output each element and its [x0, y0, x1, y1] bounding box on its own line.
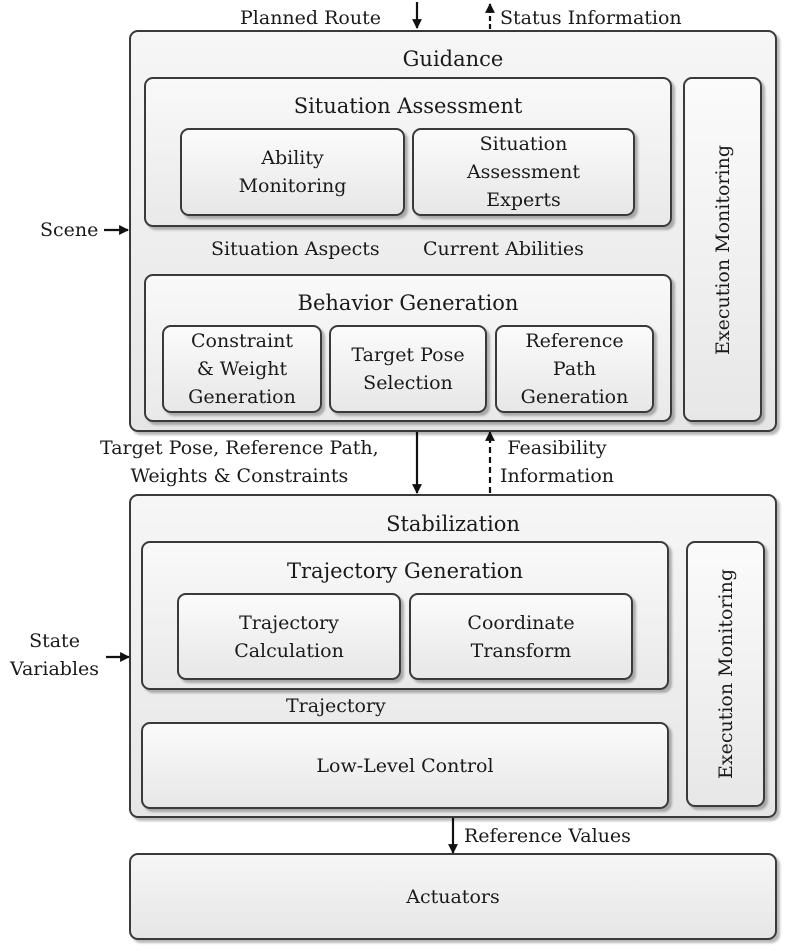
situation-assessment-experts-box: Situation Assessment Experts	[412, 128, 635, 216]
state-variables-label: State Variables	[10, 630, 100, 680]
feasibility-information-label: Feasibility Information	[500, 437, 615, 487]
ability-monitoring-label: Ability Monitoring	[238, 147, 347, 197]
trajectory-label: Trajectory	[286, 695, 386, 717]
low-level-control-box: Low-Level Control	[141, 722, 669, 809]
behavior-generation-title: Behavior Generation	[297, 291, 519, 315]
situation-assessment-title: Situation Assessment	[293, 94, 523, 118]
stabilization-execution-monitoring-label: Execution Monitoring	[714, 569, 737, 779]
status-information-label: Status Information	[500, 7, 682, 29]
guidance-execution-monitoring-label: Execution Monitoring	[711, 144, 734, 355]
coordinate-transform-label: Coordinate Transform	[467, 611, 575, 662]
actuators-box: Actuators	[129, 853, 777, 940]
target-pose-selection-box: Target Pose Selection	[329, 325, 487, 413]
ability-monitoring-box: Ability Monitoring	[180, 128, 405, 216]
actuators-label: Actuators	[406, 885, 500, 908]
guidance-title: Guidance	[402, 47, 504, 71]
guidance-execution-monitoring-box: Execution Monitoring	[683, 77, 762, 422]
trajectory-calculation-label: Trajectory Calculation	[234, 611, 344, 662]
constraint-weight-generation-box: Constraint & Weight Generation	[162, 325, 322, 413]
trajectory-generation-title: Trajectory Generation	[287, 559, 523, 583]
target-pose-reference-path-label: Target Pose, Reference Path, Weights & C…	[100, 437, 379, 487]
reference-values-label: Reference Values	[464, 825, 631, 847]
target-pose-selection-label: Target Pose Selection	[351, 344, 465, 394]
coordinate-transform-box: Coordinate Transform	[409, 593, 633, 680]
situation-assessment-experts-label: Situation Assessment Experts	[466, 133, 581, 211]
low-level-control-label: Low-Level Control	[316, 754, 494, 777]
stabilization-title: Stabilization	[386, 512, 520, 536]
reference-path-generation-label: Reference Path Generation	[520, 330, 629, 408]
reference-path-generation-box: Reference Path Generation	[495, 325, 654, 413]
scene-label: Scene	[40, 219, 99, 241]
trajectory-calculation-box: Trajectory Calculation	[177, 593, 401, 680]
current-abilities-label: Current Abilities	[423, 238, 584, 260]
stabilization-execution-monitoring-box: Execution Monitoring	[686, 541, 765, 807]
situation-aspects-label: Situation Aspects	[211, 238, 380, 260]
constraint-weight-generation-label: Constraint & Weight Generation	[188, 330, 296, 408]
planned-route-label: Planned Route	[240, 7, 381, 29]
